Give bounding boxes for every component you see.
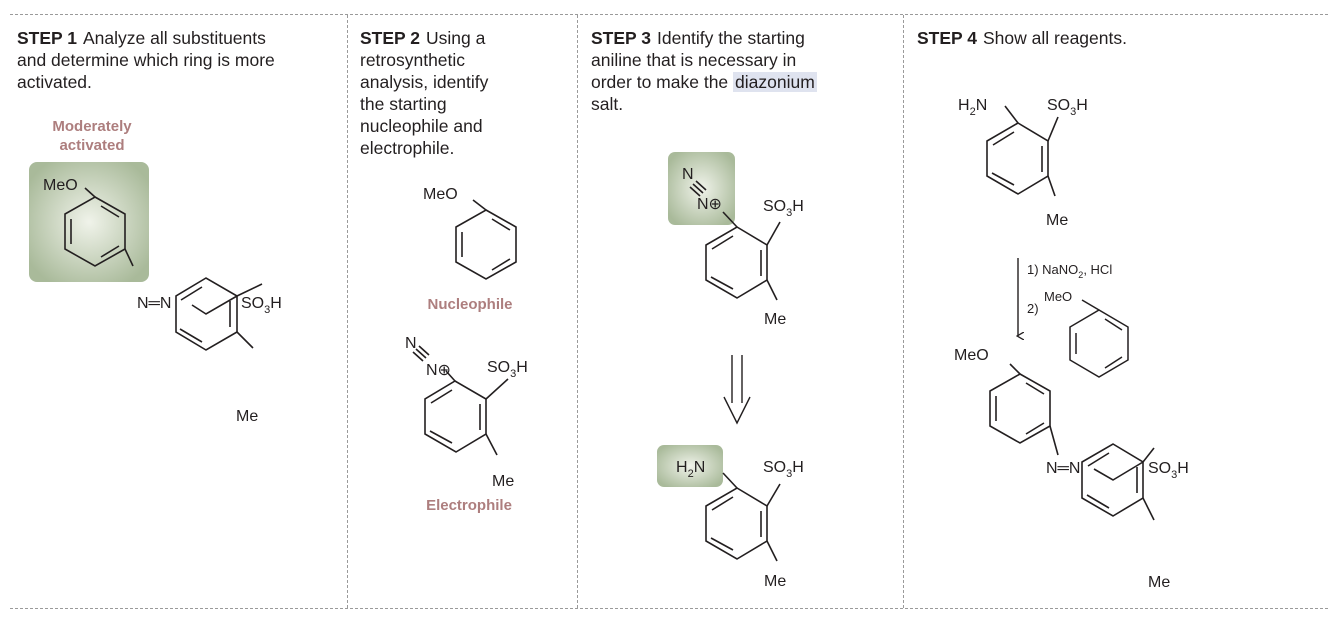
start-aniline-ring-bonds	[986, 105, 1059, 197]
aniline-h2n: H2N	[676, 459, 705, 480]
aniline-ring-bonds	[705, 472, 781, 562]
product-bonds	[989, 363, 1155, 521]
step-1-me: Me	[236, 408, 258, 425]
product-meo: MeO	[954, 347, 989, 364]
moderately-label: Moderately	[52, 118, 132, 135]
electrophile-n-plus: N⊕	[426, 362, 451, 379]
activated-label: activated	[59, 137, 124, 154]
step-3-line-4: salt.	[591, 94, 624, 114]
step-4-paragraph: STEP 4 Show all reagents.	[917, 27, 1317, 49]
step-1-azo: N═N	[137, 295, 171, 312]
step-2-paragraph: STEP 2 Using a retrosynthetic analysis, i…	[360, 27, 570, 159]
nucleophile-meo: MeO	[423, 186, 458, 203]
step-3-molecules: N N⊕ SO3H Me H2N SO3H Me	[657, 152, 804, 590]
step-1-paragraph: STEP 1 Analyze all substituents and deter…	[17, 27, 342, 93]
step-1-meo: MeO	[43, 177, 78, 194]
step-4-start-me: Me	[1046, 212, 1068, 229]
column-divider-2	[577, 15, 578, 608]
step-1-line-3: activated.	[17, 72, 92, 92]
step-1-so3h: SO3H	[241, 295, 282, 316]
step-4-text: STEP 4 Show all reagents.	[917, 27, 1317, 49]
aniline-so3h: SO3H	[763, 459, 804, 480]
nucleophile-ring-bonds	[455, 199, 517, 280]
step-2-line-2: retrosynthetic	[360, 50, 466, 70]
diazonium-so3h: SO3H	[763, 198, 804, 219]
step-2-line-3: analysis, identify	[360, 72, 489, 92]
product-so3h: SO3H	[1148, 460, 1189, 481]
step-2-line-6: electrophile.	[360, 138, 455, 158]
step-4-line-1: Show all reagents.	[983, 28, 1127, 48]
step-3-label: STEP 3	[591, 28, 651, 48]
amine-group-highlight	[657, 445, 723, 487]
top-dashed-rule	[10, 14, 1328, 15]
diazonium-group-highlight	[668, 152, 735, 225]
reagent-2-meo: MeO	[1044, 289, 1072, 304]
electrophile-me: Me	[492, 473, 514, 490]
step-1-line-1: Analyze all substituents	[83, 28, 266, 48]
product-azo: N═N	[1046, 460, 1080, 477]
step-4-label: STEP 4	[917, 28, 977, 48]
electrophile-label: Electrophile	[426, 497, 512, 514]
step-3-text: STEP 3 Identify the starting aniline that…	[591, 27, 901, 115]
step-2-line-4: the starting	[360, 94, 447, 114]
step-2-molecules: MeO Nucleophile N N⊕ SO3H Me Electrophil…	[405, 186, 528, 514]
diazonium-highlight: diazonium	[733, 72, 817, 92]
step-3-line-1: Identify the starting	[657, 28, 805, 48]
step-2-label: STEP 2	[360, 28, 420, 48]
step-1-line-2: and determine which ring is more	[17, 50, 275, 70]
column-divider-3	[903, 15, 904, 608]
step-4-start-so3h: SO3H	[1047, 97, 1088, 118]
step-1-label: STEP 1	[17, 28, 77, 48]
step-2-text: STEP 2 Using a retrosynthetic analysis, i…	[360, 27, 570, 159]
bottom-dashed-rule	[10, 608, 1328, 609]
anisole-ring-bonds	[64, 187, 263, 351]
diazonium-me: Me	[764, 311, 786, 328]
electrophile-n: N	[405, 335, 417, 352]
reagent-1: 1) NaNO2, HCl	[1027, 262, 1112, 280]
step-2-line-1: Using a	[426, 28, 486, 48]
column-divider-1	[347, 15, 348, 608]
nucleophile-label: Nucleophile	[427, 296, 512, 313]
electrophile-so3h: SO3H	[487, 359, 528, 380]
electrophile-ring-bonds	[412, 345, 509, 456]
step-3-paragraph: STEP 3 Identify the starting aniline that…	[591, 27, 901, 115]
step-4-scheme: H2N SO3H Me 1) NaNO2, HCl 2) MeO	[954, 97, 1189, 591]
step-4-h2n: H2N	[958, 97, 987, 118]
aniline-me: Me	[764, 573, 786, 590]
step-1-molecule: Moderately activated MeO N═N SO3H Me	[29, 118, 282, 425]
product-me: Me	[1148, 574, 1170, 591]
step-3-line-2: aniline that is necessary in	[591, 50, 797, 70]
step-3-line-3: order to make the	[591, 72, 734, 92]
diazonium-n-plus: N⊕	[697, 196, 722, 213]
step-1-text: STEP 1 Analyze all substituents and deter…	[17, 27, 342, 93]
retrosynthesis-arrow	[723, 355, 751, 425]
reagent-2-number: 2)	[1027, 301, 1039, 316]
diazonium-n: N	[682, 166, 694, 183]
diazonium-ring-bonds	[689, 180, 781, 301]
reagent-anisole-ring-bonds	[1069, 299, 1129, 378]
step-2-line-5: nucleophile and	[360, 116, 483, 136]
